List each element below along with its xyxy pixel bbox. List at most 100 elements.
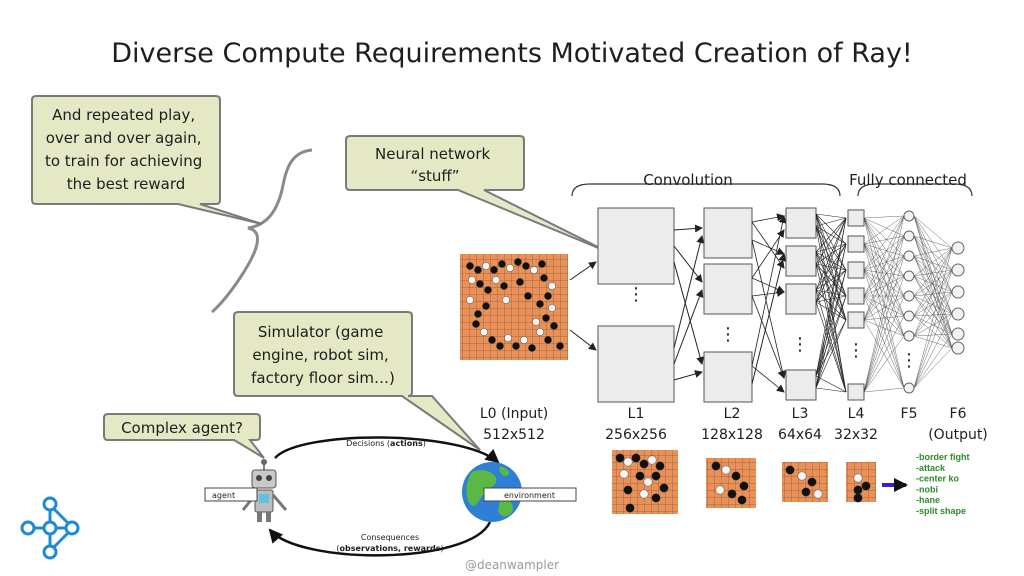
go-stone <box>639 489 649 499</box>
go-stone <box>639 459 649 469</box>
go-stone <box>532 318 540 326</box>
go-stone <box>623 457 633 467</box>
go-stone <box>619 469 629 479</box>
go-stone <box>472 320 480 328</box>
go-stone <box>659 483 669 493</box>
ellipsis-icon: ⋮ <box>900 350 918 371</box>
speech-bubble-repeated-play: And repeated play, over and over again, … <box>31 95 263 225</box>
go-stone <box>715 485 725 495</box>
layer-name-label: L1 <box>628 406 645 422</box>
output-strategy-label: -nobi <box>916 484 938 494</box>
go-stone <box>647 455 657 465</box>
layer-l3-map <box>785 207 817 239</box>
curly-bracket <box>211 148 313 314</box>
layer-name-label: F5 <box>901 406 918 422</box>
go-stone <box>739 481 749 491</box>
f5-neuron <box>903 270 915 282</box>
go-stone <box>631 453 641 463</box>
go-stone <box>484 286 492 294</box>
go-stone <box>861 481 871 491</box>
go-stone <box>737 495 747 505</box>
go-stone <box>536 300 544 308</box>
filter-boards: -border fight-attack-center ko-nobi-hane… <box>612 450 970 516</box>
rl-loop: Decisions (actions) Consequences (observ… <box>204 436 577 557</box>
go-stone <box>544 336 552 344</box>
output-strategy-label: -border fight <box>916 452 970 462</box>
output-strategy-label: -hane <box>916 495 940 505</box>
go-stone <box>500 282 508 290</box>
environment-label: environment <box>504 491 555 500</box>
layer-name-label: F6 <box>950 406 967 422</box>
go-stone <box>466 296 474 304</box>
go-stone <box>623 485 633 495</box>
output-strategy-label: -center ko <box>916 474 960 484</box>
ellipsis-icon: ⋮ <box>791 334 809 355</box>
go-stone <box>540 274 548 282</box>
f5-neuron <box>903 330 915 342</box>
go-stone <box>807 477 817 487</box>
layer-l4-map <box>847 311 865 329</box>
go-stone <box>512 342 520 350</box>
layer-name-label: L2 <box>724 406 741 422</box>
layer-l1-map <box>597 207 675 285</box>
go-stone <box>474 266 482 274</box>
go-stone <box>635 471 645 481</box>
layer-l2-map <box>703 351 753 403</box>
go-stone <box>490 266 498 274</box>
bubble-line: Simulator (game <box>258 323 384 341</box>
go-stone <box>538 260 546 268</box>
go-stone <box>721 465 731 475</box>
f6-neuron <box>951 307 965 321</box>
layer-l1-map <box>597 325 675 403</box>
bubble-line: And repeated play, <box>52 106 195 124</box>
environment-box <box>483 487 577 502</box>
decisions-label: Decisions (actions) <box>346 439 426 448</box>
speech-bubble-complex-agent: Complex agent? <box>103 413 265 459</box>
go-stone <box>482 302 490 310</box>
go-stone <box>474 310 482 318</box>
convolution-brace <box>571 183 841 197</box>
layer-l3-map <box>785 283 817 315</box>
observations-arrow <box>268 521 492 557</box>
go-stone <box>480 328 488 336</box>
go-stone <box>514 258 522 266</box>
ray-logo-icon <box>20 496 80 560</box>
go-stone <box>651 493 661 503</box>
go-stone <box>528 344 536 352</box>
layer-l4-map <box>847 209 865 227</box>
speech-bubble-simulator: Simulator (game engine, robot sim, facto… <box>233 311 481 451</box>
go-stone <box>711 461 721 471</box>
go-stone <box>482 262 490 270</box>
go-stone <box>506 264 514 272</box>
f6-neuron <box>951 263 965 277</box>
layer-l3-map <box>785 369 817 401</box>
layer-l4-map <box>847 261 865 279</box>
go-stone <box>785 465 795 475</box>
go-stone <box>556 342 564 350</box>
output-strategy-label: -attack <box>916 463 946 473</box>
go-stone <box>516 278 524 286</box>
f5-neuron <box>903 230 915 242</box>
bubble-line: the best reward <box>67 175 186 193</box>
fully-connected-label: Fully connected <box>849 171 967 189</box>
layer-l4-map <box>847 383 865 401</box>
bubble-line: engine, robot sim, <box>252 346 388 364</box>
go-stone <box>548 304 556 312</box>
f5-neuron <box>903 290 915 302</box>
ellipsis-icon: ⋮ <box>627 284 645 305</box>
go-stone <box>853 485 863 495</box>
go-stone <box>520 336 528 344</box>
ellipsis-icon: ⋮ <box>847 340 865 361</box>
go-stone <box>466 262 474 270</box>
go-board-input <box>460 254 568 360</box>
consequences-detail: (observations, rewards) <box>336 544 443 553</box>
agent-label: agent <box>212 491 235 500</box>
layer-size-label: 128x128 <box>701 427 763 443</box>
layer-size-label: 512x512 <box>483 427 545 443</box>
bubble-line: over and over again, <box>46 129 202 147</box>
go-stone <box>492 276 500 284</box>
go-stone <box>548 282 556 290</box>
go-stone <box>853 493 863 503</box>
bubble-line: Neural network <box>375 145 490 163</box>
